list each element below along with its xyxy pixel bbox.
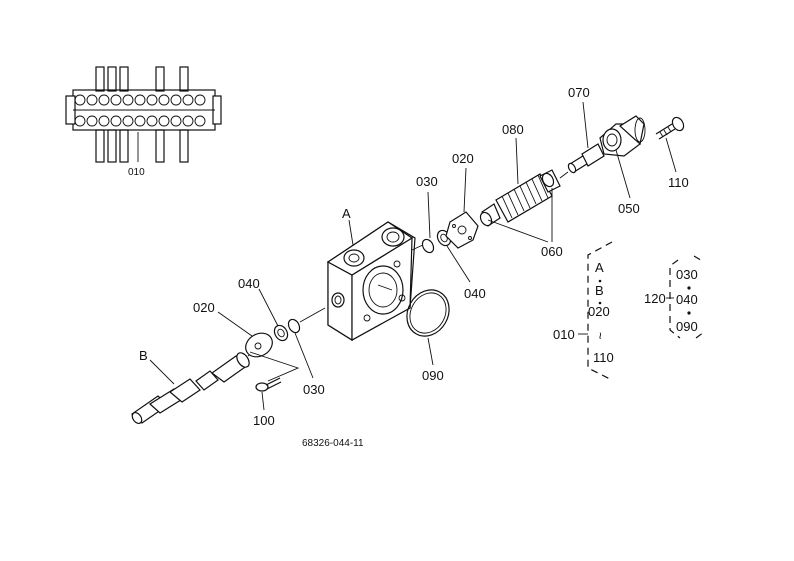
label-bolt-110: 110 xyxy=(668,175,689,190)
label-plug-070: 070 xyxy=(568,85,590,100)
leader-070 xyxy=(582,101,589,149)
valve-body xyxy=(326,221,416,342)
label-overview-010: 010 xyxy=(128,167,145,178)
leader-040-left xyxy=(258,288,279,327)
legend-kit-010: 010 A B 020 ~ 110 xyxy=(553,241,614,381)
end-plate-right xyxy=(445,211,479,249)
label-ring-030-lower: 030 xyxy=(303,382,325,397)
leader-050 xyxy=(615,149,631,199)
bolt-110 xyxy=(655,116,685,140)
drawing-number: 68326-044-11 xyxy=(302,438,364,449)
leader-b xyxy=(149,359,175,385)
label-ring-030-upper: 030 xyxy=(416,174,438,189)
leader-a xyxy=(348,219,354,246)
legend-kit-item-110: 110 xyxy=(593,350,614,365)
leader-screw-path xyxy=(249,351,300,382)
label-cap-050: 050 xyxy=(618,201,640,216)
ring-030-upper xyxy=(421,238,435,254)
label-oring-090: 090 xyxy=(422,368,444,383)
legend-kit-item-a: A xyxy=(595,260,604,275)
label-plate-020-upper: 020 xyxy=(452,151,474,166)
legend-kit-item-020: 020 xyxy=(588,304,610,319)
label-screw-100: 100 xyxy=(253,413,275,428)
leader-040-right xyxy=(446,245,471,283)
leader-020-upper xyxy=(463,167,467,213)
plug-070 xyxy=(567,143,605,174)
ring-030-lower xyxy=(287,318,301,334)
screw-100 xyxy=(255,377,282,392)
axis-line-upper xyxy=(559,171,569,179)
legend-kit-item-b: B xyxy=(595,283,604,298)
leader-060-a xyxy=(487,219,549,243)
oring-090 xyxy=(406,289,450,337)
label-spring-080: 080 xyxy=(502,122,524,137)
spring-seat-upper xyxy=(539,169,561,193)
ring-040-left xyxy=(273,324,289,342)
label-seat-060: 060 xyxy=(541,244,563,259)
label-ring-040-left: 040 xyxy=(238,276,260,291)
cap-050 xyxy=(599,115,646,157)
leader-110 xyxy=(665,137,677,173)
spool-part xyxy=(131,348,259,425)
legend-kit-range: ~ xyxy=(593,332,608,340)
spring-seat-lower xyxy=(479,203,501,227)
leader-080 xyxy=(515,137,519,185)
leader-030-lower xyxy=(294,332,314,379)
leader-020-left xyxy=(217,311,253,337)
legend-seal-item-030: 030 xyxy=(676,267,698,282)
legend-seal-120: 120 030 040 090 xyxy=(644,255,705,339)
spring-080 xyxy=(495,173,553,223)
legend-seal-item-040: 040 xyxy=(676,292,698,307)
label-body-a: A xyxy=(342,206,351,221)
legend-seal-parent: 120 xyxy=(644,291,666,306)
axis-line-left xyxy=(299,307,326,323)
label-ring-040-right: 040 xyxy=(464,286,486,301)
leader-030-upper xyxy=(427,191,431,239)
valve-assembly-overview xyxy=(65,66,222,163)
leader-090 xyxy=(427,337,434,366)
end-plate-left xyxy=(245,332,273,358)
label-spool-b: B xyxy=(139,348,148,363)
legend-seal-item-090: 090 xyxy=(676,319,698,334)
leader-100 xyxy=(261,391,265,411)
label-plate-020-left: 020 xyxy=(193,300,215,315)
legend-kit-parent: 010 xyxy=(553,327,575,342)
